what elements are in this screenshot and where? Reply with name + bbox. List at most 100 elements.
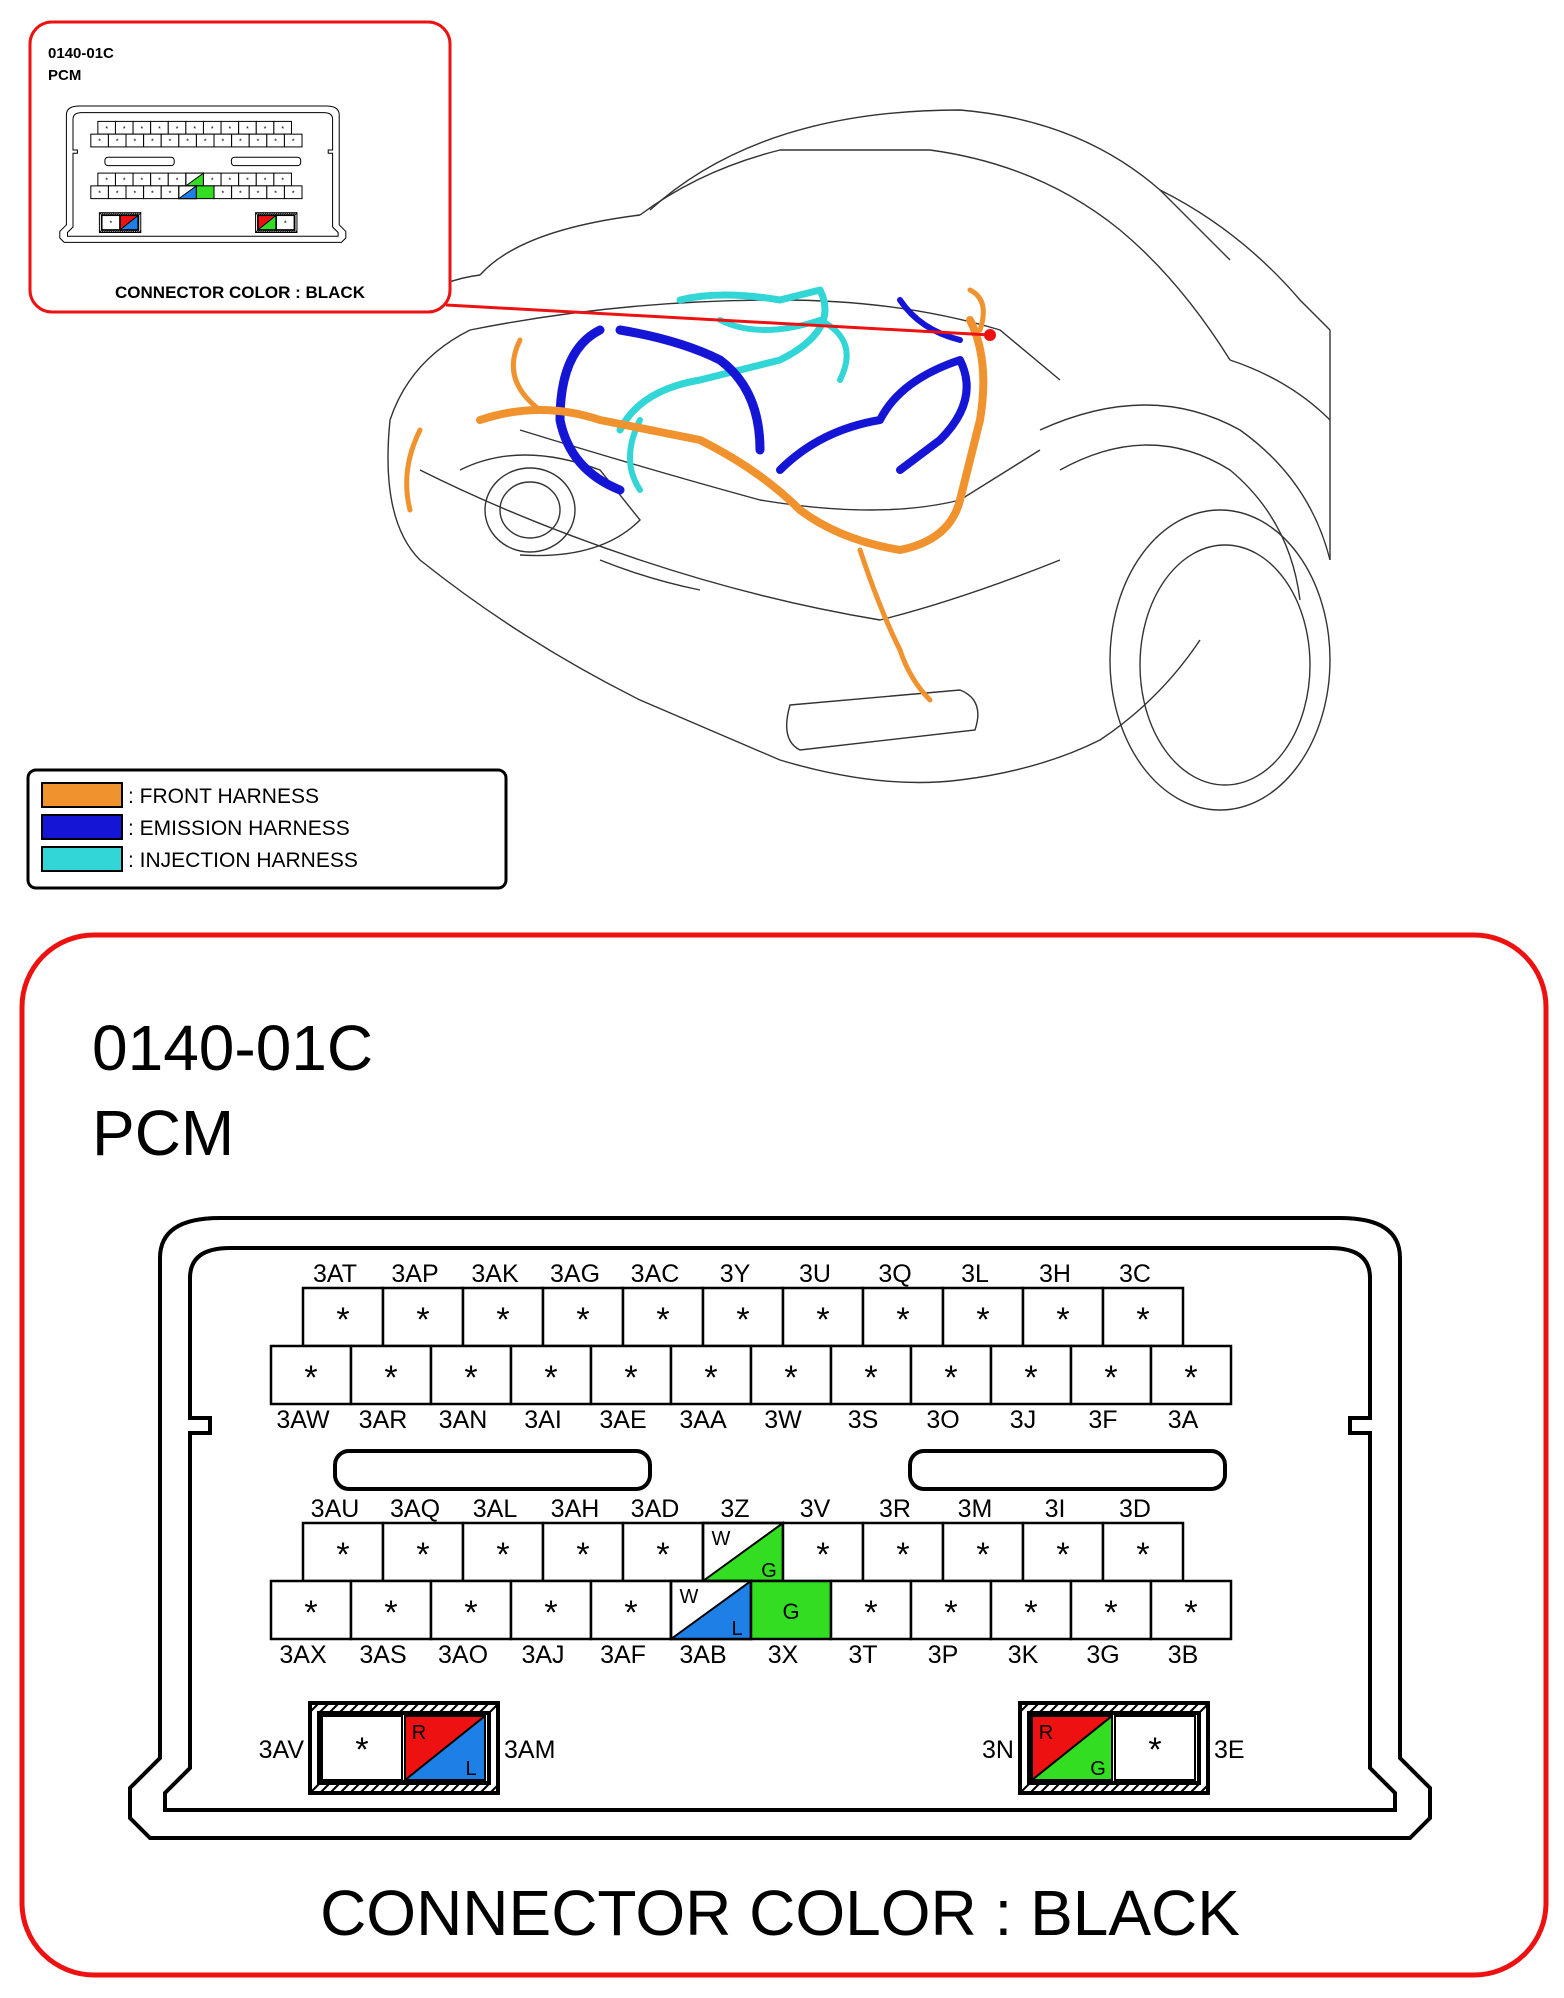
pin-3AL-marker: *	[496, 1536, 509, 1574]
pin-3AJ-marker: *	[151, 188, 154, 197]
label-3B: 3B	[1168, 1641, 1199, 1669]
pin-3T	[829, 1579, 913, 1641]
sub-connector-3N-3E-wire-pin-lower	[256, 214, 277, 231]
pin-3G-marker: *	[1104, 1594, 1117, 1632]
pin-3I-marker: *	[264, 176, 267, 185]
label-3AH: 3AH	[551, 1495, 600, 1523]
lock-slot-right	[230, 156, 302, 167]
pin-3H	[1021, 1286, 1105, 1348]
label-3AD: 3AD	[631, 1495, 680, 1523]
pin-3AS	[349, 1579, 433, 1641]
legend-front-label: : FRONT HARNESS	[128, 785, 319, 808]
pin-3V-marker: *	[211, 176, 214, 185]
pin-3AK-marker: *	[140, 124, 143, 133]
pin-3AG-marker: *	[158, 124, 161, 133]
pin-3D-marker: *	[1136, 1536, 1149, 1574]
pin-3K-marker: *	[1024, 1594, 1037, 1632]
sub-connector-3N-3E-wire-top: R	[1039, 1722, 1053, 1744]
car-illustration	[387, 109, 1331, 811]
pin-3C	[1101, 1286, 1185, 1348]
pin-3L-marker: *	[246, 124, 249, 133]
pin-3V-marker: *	[816, 1536, 829, 1574]
label-3AB: 3AB	[679, 1641, 726, 1669]
pin-3AT	[301, 1286, 385, 1348]
pin-3AT-marker: *	[336, 1301, 349, 1339]
pin-3AR-marker: *	[116, 137, 119, 146]
legend-item-emission: : EMISSION HARNESS	[41, 814, 350, 840]
label-3D: 3D	[1119, 1495, 1151, 1523]
pin-3R-marker: *	[896, 1536, 909, 1574]
pin-3X	[195, 185, 215, 200]
sub-connector-3AV-3AM-empty-pin	[321, 1715, 403, 1781]
pin-3AH-marker: *	[158, 176, 161, 185]
sub-connector-3AV-3AM-wire-pin-lower	[402, 1713, 486, 1781]
pin-3V	[781, 1521, 865, 1583]
pin-3P-marker: *	[239, 188, 242, 197]
pin-3AQ-marker: *	[416, 1536, 429, 1574]
pin-3AE-marker: *	[169, 137, 172, 146]
label-3AA: 3AA	[679, 1406, 727, 1434]
pin-3AI-marker: *	[151, 137, 154, 146]
pin-3AX-marker: *	[304, 1594, 317, 1632]
connector-housing-inner	[67, 112, 339, 237]
pin-3AU-marker: *	[336, 1536, 349, 1574]
label-3AO: 3AO	[438, 1641, 488, 1669]
sub-connector-3N-3E-wire-bottom: G	[1090, 1758, 1106, 1780]
pin-3AD-marker: *	[176, 176, 179, 185]
pin-3U-marker: *	[816, 1301, 829, 1339]
label-3H: 3H	[1039, 1260, 1071, 1288]
pin-3T-marker: *	[864, 1594, 877, 1632]
pin-3AQ	[381, 1521, 465, 1583]
pin-3A-marker: *	[292, 137, 295, 146]
label-3X: 3X	[768, 1641, 799, 1669]
pin-3A-marker: *	[1184, 1359, 1197, 1397]
label-3AT: 3AT	[313, 1260, 357, 1288]
pin-3Q	[861, 1286, 945, 1348]
pin-3K-marker: *	[257, 188, 260, 197]
pin-3P-marker: *	[944, 1594, 957, 1632]
pin-3AH-marker: *	[576, 1536, 589, 1574]
pin-3G	[1069, 1579, 1153, 1641]
legend-injection-label: : INJECTION HARNESS	[128, 849, 358, 872]
legend-emission-label: : EMISSION HARNESS	[128, 817, 350, 840]
label-3C: 3C	[1119, 1260, 1151, 1288]
sub-connector-3N-3E-empty-marker: *	[284, 218, 287, 227]
label-3AR: 3AR	[359, 1406, 408, 1434]
pin-3AA-marker: *	[704, 1359, 717, 1397]
pin-3C-marker: *	[281, 124, 284, 133]
label-3M: 3M	[958, 1495, 993, 1523]
pin-3AL-marker: *	[140, 176, 143, 185]
pin-3AI-marker: *	[544, 1359, 557, 1397]
label-3J: 3J	[1010, 1406, 1036, 1434]
label-3V: 3V	[800, 1495, 831, 1523]
pin-3I-marker: *	[1056, 1536, 1069, 1574]
pin-3AO-marker: *	[464, 1594, 477, 1632]
sub-connector-3AV-3AM-empty-marker: *	[109, 218, 112, 227]
inset-connector-color: CONNECTOR COLOR : BLACK	[115, 283, 366, 302]
detail-code: 0140-01C	[92, 1012, 373, 1084]
pin-3A	[1149, 1344, 1233, 1406]
pin-3R-marker: *	[228, 176, 231, 185]
pin-3S-marker: *	[221, 137, 224, 146]
label-3T: 3T	[848, 1641, 877, 1669]
pin-3AC-marker: *	[176, 124, 179, 133]
sub-connector-3N-3E-empty-marker: *	[1148, 1731, 1161, 1769]
inset-connector-mini: ****************************************…	[59, 105, 347, 243]
pin-3O	[909, 1344, 993, 1406]
sub-connector-3AV-3AM-wire-top: R	[412, 1722, 426, 1744]
harness-bundles	[404, 286, 988, 703]
pin-3D-marker: *	[281, 176, 284, 185]
label-3AJ: 3AJ	[521, 1641, 564, 1669]
label-3F: 3F	[1088, 1406, 1117, 1434]
label-3Q: 3Q	[878, 1260, 911, 1288]
pin-3AP-marker: *	[123, 124, 126, 133]
pin-3AB-wire-top: W	[680, 1586, 699, 1608]
pin-3G-marker: *	[274, 188, 277, 197]
pin-3O-marker: *	[944, 1359, 957, 1397]
pin-3AU-marker: *	[105, 176, 108, 185]
pin-3AW-marker: *	[304, 1359, 317, 1397]
legend-item-front: : FRONT HARNESS	[41, 782, 319, 808]
pin-3AU	[301, 1521, 385, 1583]
